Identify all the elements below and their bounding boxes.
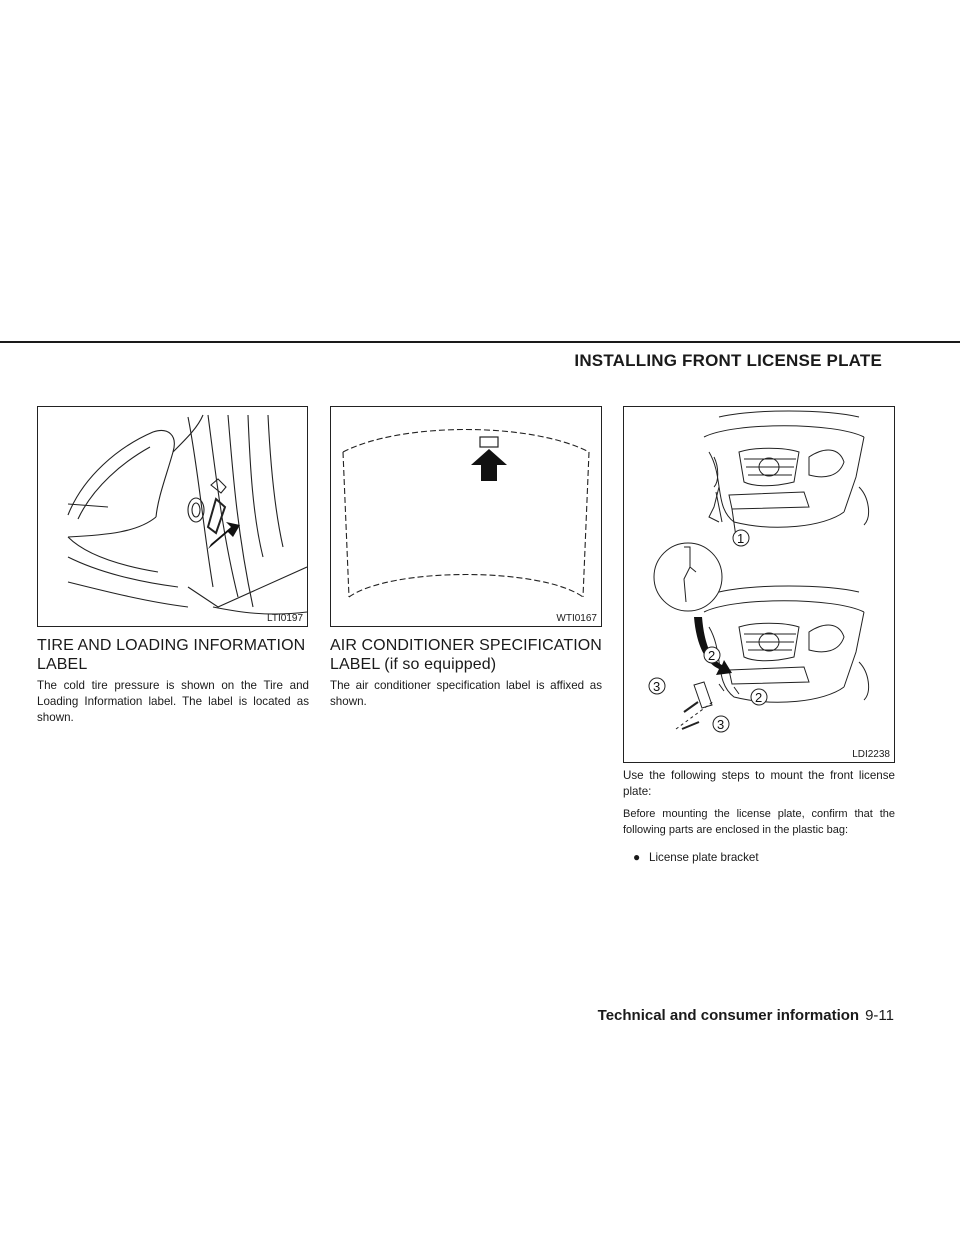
chapter-title: Technical and consumer information <box>597 1007 860 1024</box>
section-title: INSTALLING FRONT LICENSE PLATE <box>574 351 882 370</box>
install-note: Before mounting the license plate, confi… <box>623 808 895 836</box>
bullet-icon: ● <box>633 850 641 864</box>
ac-label-heading: AIR CONDITIONER SPECIFICATION LABEL (if … <box>330 637 602 673</box>
hood-illustration <box>342 429 590 598</box>
callout-2b: 2 <box>755 690 762 705</box>
ac-label-body: The air conditioner specification label … <box>330 679 602 708</box>
car-front-illustration: 1 2 2 3 3 <box>648 410 870 733</box>
callout-2a: 2 <box>708 648 715 663</box>
arrow-icon <box>694 617 732 675</box>
callout-1: 1 <box>737 531 744 546</box>
figure-code: WTI0167 <box>556 613 597 624</box>
install-intro: Use the following steps to mount the fro… <box>623 769 895 798</box>
parts-list-item: ● License plate bracket <box>633 849 895 866</box>
label-icon <box>479 436 499 448</box>
section-header: INSTALLING FRONT LICENSE PLATE <box>0 341 960 379</box>
callout-3b: 3 <box>717 717 724 732</box>
figure-ac-label-location: WTI0167 <box>330 406 602 627</box>
callout-3a: 3 <box>653 679 660 694</box>
figure-tire-label-location: LTI0197 <box>37 406 308 627</box>
tire-label-body: The cold tire pressure is shown on the T… <box>37 679 309 724</box>
tire-label-heading: TIRE AND LOADING INFORMATION LABEL <box>37 637 306 673</box>
arrow-icon <box>471 449 507 481</box>
arrow-icon <box>208 522 240 549</box>
figure-code: LTI0197 <box>267 613 303 624</box>
seat-pillar-illustration <box>67 414 307 615</box>
parts-list-item-label: License plate bracket <box>649 851 759 864</box>
callout-markers: 1 2 2 3 3 <box>648 529 768 733</box>
figure-license-plate-install: 1 2 2 3 3 LDI2238 <box>623 406 895 763</box>
page-footer: Technical and consumer information 9-11 <box>598 1007 894 1024</box>
page-number: 9-11 <box>865 1007 894 1024</box>
figure-code: LDI2238 <box>852 749 890 760</box>
